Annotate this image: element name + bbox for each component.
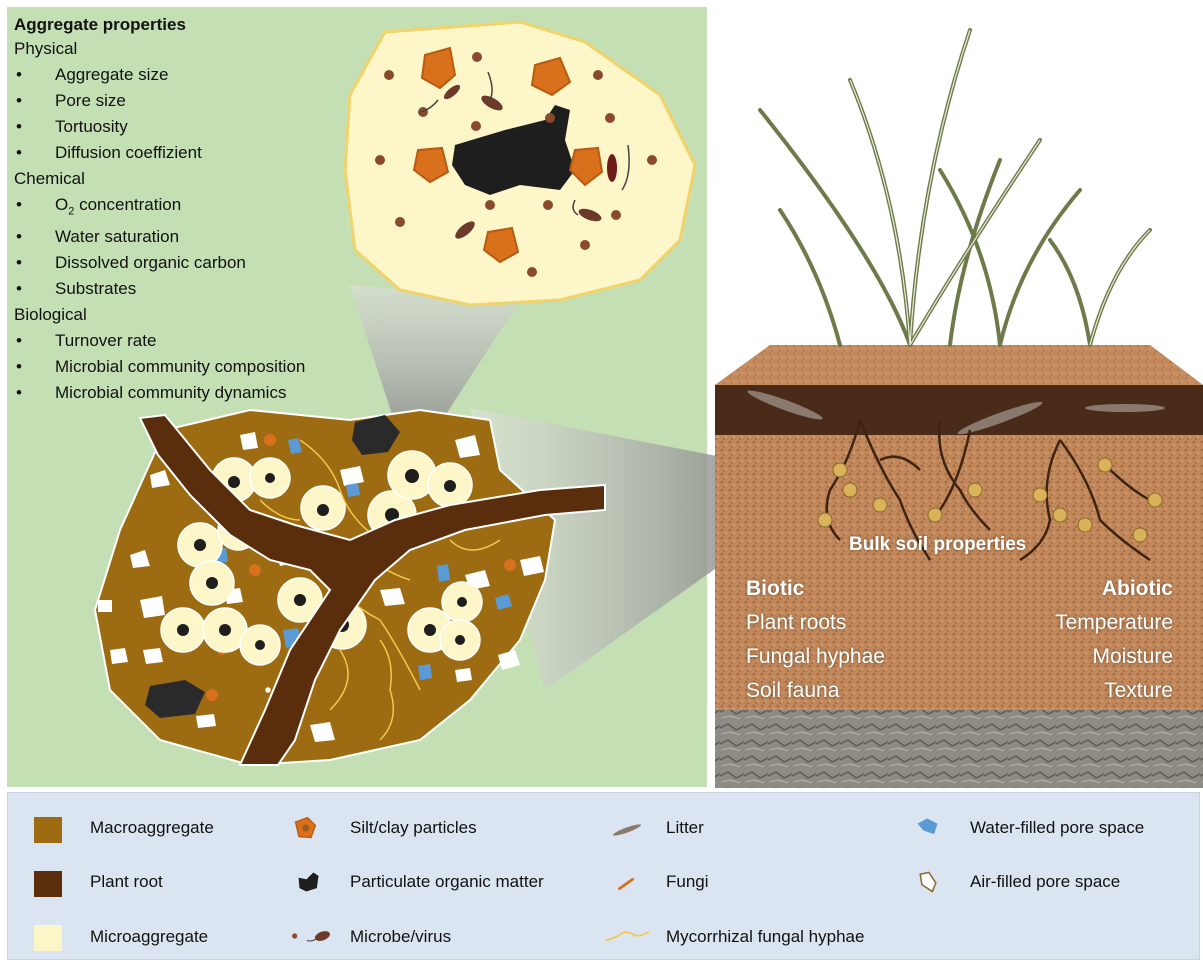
plant-root-swatch	[34, 871, 62, 897]
air-pore-icon	[914, 869, 942, 895]
biotic-column: Biotic Plant roots Fungal hyphae Soil fa…	[746, 572, 885, 708]
property-item: Diffusion coeffizient	[14, 140, 305, 166]
litter-icon	[610, 817, 644, 843]
biotic-item: Soil fauna	[746, 674, 885, 708]
hyphae-icon	[600, 923, 654, 949]
legend-label: Particulate organic matter	[350, 872, 544, 892]
abiotic-heading: Abiotic	[1102, 577, 1173, 600]
biotic-item: Fungal hyphae	[746, 640, 885, 674]
fungi-icon	[612, 871, 640, 897]
legend-label: Litter	[666, 818, 704, 838]
bulk-soil-title: Bulk soil properties	[849, 534, 1026, 556]
microaggregate-swatch	[34, 925, 62, 951]
category-biological: Biological	[14, 302, 305, 328]
abiotic-item: Temperature	[1055, 606, 1173, 640]
property-item: Microbial community composition	[14, 354, 305, 380]
abiotic-item: Moisture	[1055, 640, 1173, 674]
water-pore-icon	[914, 815, 942, 841]
silt-clay-icon	[291, 815, 319, 841]
macroaggregate-swatch	[34, 817, 62, 843]
property-item: Aggregate size	[14, 62, 305, 88]
abiotic-item: Texture	[1055, 674, 1173, 708]
legend-label: Macroaggregate	[90, 818, 214, 838]
aggregate-properties-list: Aggregate properties Physical Aggregate …	[14, 14, 305, 406]
biotic-heading: Biotic	[746, 577, 804, 600]
microaggregate-zoom	[345, 22, 695, 305]
property-item: Tortuosity	[14, 114, 305, 140]
legend-label: Water-filled pore space	[970, 818, 1144, 838]
legend-label: Plant root	[90, 872, 163, 892]
legend-label: Microaggregate	[90, 927, 208, 947]
property-item: Dissolved organic carbon	[14, 250, 305, 276]
property-item: Water saturation	[14, 224, 305, 250]
abiotic-column: Abiotic Temperature Moisture Texture	[1055, 572, 1173, 708]
property-item: Pore size	[14, 88, 305, 114]
property-item: Substrates	[14, 276, 305, 302]
legend-label: Microbe/virus	[350, 927, 451, 947]
legend-label: Air-filled pore space	[970, 872, 1120, 892]
legend: Macroaggregate Plant root Microaggregate…	[7, 792, 1200, 960]
category-physical: Physical	[14, 36, 305, 62]
legend-label: Mycorrhizal fungal hyphae	[666, 927, 864, 947]
biotic-item: Plant roots	[746, 606, 885, 640]
aggregate-properties-title: Aggregate properties	[14, 14, 305, 36]
property-item: Turnover rate	[14, 328, 305, 354]
pom-icon	[295, 869, 323, 895]
microbe-icon	[284, 923, 340, 949]
property-item-o2: O2 concentration	[14, 192, 305, 224]
category-chemical: Chemical	[14, 166, 305, 192]
legend-label: Silt/clay particles	[350, 818, 477, 838]
legend-label: Fungi	[666, 872, 709, 892]
property-item: Microbial community dynamics	[14, 380, 305, 406]
